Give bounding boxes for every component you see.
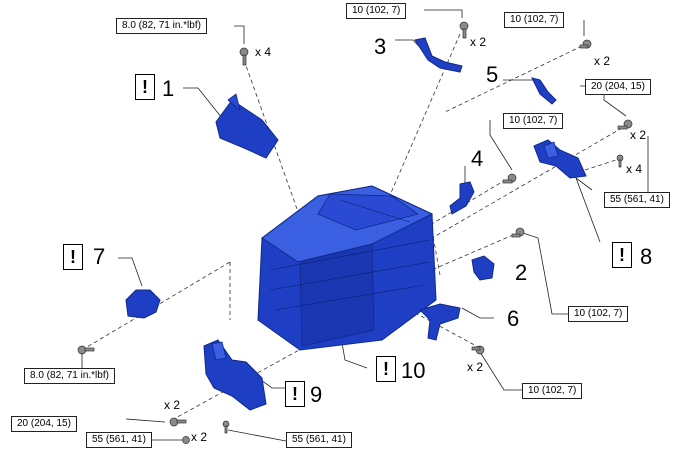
part-number-7: 7 — [93, 244, 106, 269]
quantity-label: x 2 — [467, 360, 484, 374]
part-number-6: 6 — [507, 306, 520, 331]
torque-label: 55 (561, 41) — [604, 192, 670, 208]
torque-label: 10 (102, 7) — [504, 12, 565, 28]
quantity-label: x 2 — [470, 35, 487, 49]
warning-icon: ! — [285, 381, 305, 407]
quantity-label: x 2 — [191, 430, 208, 444]
part-2-bracket — [471, 255, 495, 281]
quantity-label: x 4 — [255, 45, 272, 59]
part-6-bracket — [419, 303, 461, 341]
warning-icon: ! — [63, 244, 83, 270]
torque-label: 8.0 (82, 71 in.*lbf) — [116, 18, 207, 34]
part-1-cover — [215, 93, 279, 159]
part-number-1: 1 — [162, 76, 175, 101]
torque-label: 55 (561, 41) — [86, 432, 152, 448]
torque-label: 8.0 (82, 71 in.*lbf) — [24, 368, 115, 384]
warning-icon: ! — [612, 242, 632, 268]
part-number-2: 2 — [515, 260, 528, 285]
part-number-8: 8 — [640, 244, 653, 269]
torque-label: 20 (204, 15) — [585, 79, 651, 95]
part-5-bracket — [531, 77, 557, 105]
torque-label: 10 (102, 7) — [503, 113, 564, 129]
part-number-4: 4 — [471, 146, 484, 171]
torque-label: 55 (561, 41) — [286, 432, 352, 448]
quantity-label: x 2 — [594, 54, 611, 68]
part-number-5: 5 — [486, 62, 499, 87]
quantity-label: x 2 — [630, 128, 647, 142]
bolts — [77, 21, 633, 444]
torque-label: 10 (102, 7) — [568, 306, 629, 322]
part-number-3: 3 — [374, 34, 387, 59]
part-8-mount — [533, 139, 587, 179]
quantity-label: x 4 — [626, 162, 643, 176]
part-3-bracket — [414, 37, 463, 73]
part-7-bracket — [125, 289, 161, 319]
part-number-9: 9 — [310, 382, 323, 407]
part-9-mount — [203, 339, 267, 411]
torque-label: 10 (102, 7) — [522, 383, 583, 399]
inverter-assembly — [257, 185, 437, 351]
quantity-label: x 2 — [164, 398, 181, 412]
warning-icon: ! — [135, 74, 155, 100]
part-4-bracket — [449, 181, 475, 215]
torque-label: 10 (102, 7) — [346, 3, 407, 19]
warning-icon: ! — [376, 356, 396, 382]
part-number-10: 10 — [401, 358, 426, 383]
torque-label: 20 (204, 15) — [11, 416, 77, 432]
